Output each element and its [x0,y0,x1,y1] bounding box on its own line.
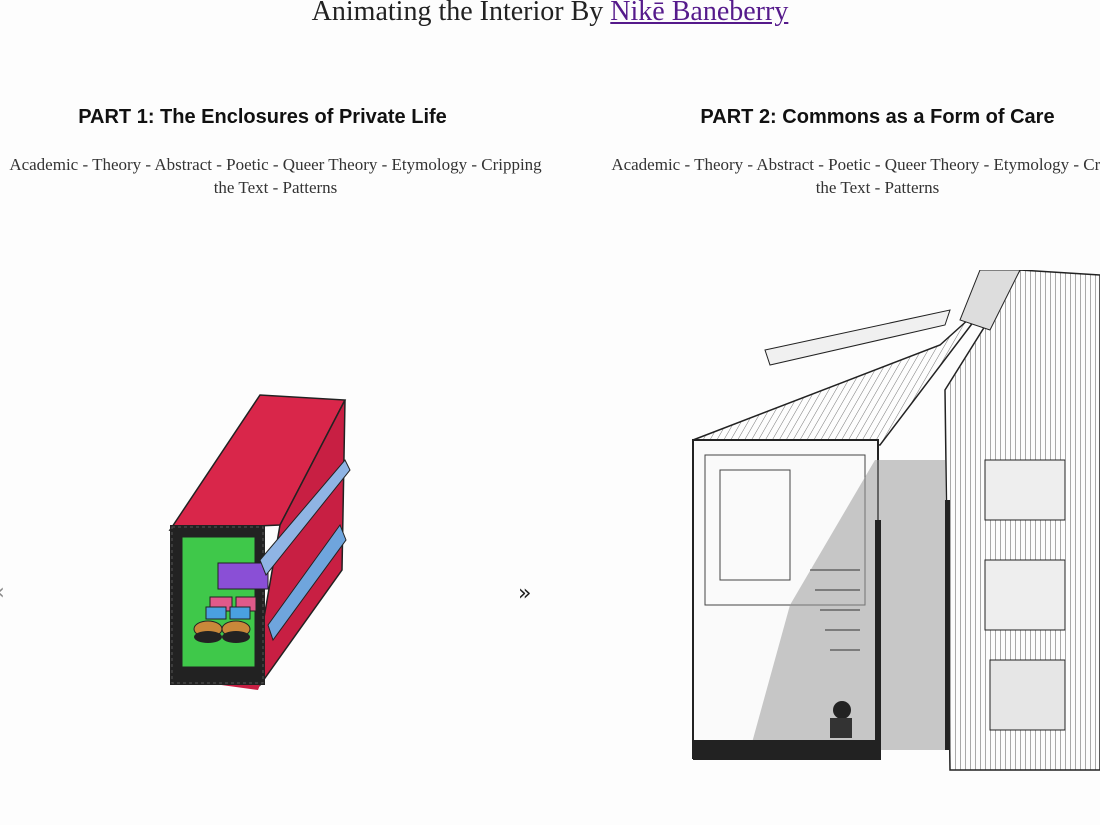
page-header: Animating the Interior By Nikē Baneberry [0,0,1100,26]
carousel-prev-button[interactable]: ‹ [0,582,5,604]
part-2-title[interactable]: PART 2: Commons as a Form of Care [700,106,1055,128]
part-2-architecture-illustration[interactable] [690,270,1100,775]
part-1-title[interactable]: PART 1: The Enclosures of Private Life [78,106,447,128]
author-link[interactable]: Nikē Baneberry [610,0,789,27]
part-2-tags-line2: the Text - Patterns [815,178,940,197]
part-1-tags-line1: Academic - Theory - Abstract - Poetic - … [9,155,542,174]
part-1-tags: Academic - Theory - Abstract - Poetic - … [0,153,578,199]
page-title: Animating the Interior By [311,0,604,27]
part-2-tags: Academic - Theory - Abstract - Poetic - … [575,153,1100,199]
part-1-enclosure-illustration[interactable] [110,385,370,695]
part-2-tags-line1: Academic - Theory - Abstract - Poetic - … [611,155,1100,174]
part-1-tags-line2: the Text - Patterns [213,178,338,197]
carousel-next-button[interactable]: » [518,581,532,606]
